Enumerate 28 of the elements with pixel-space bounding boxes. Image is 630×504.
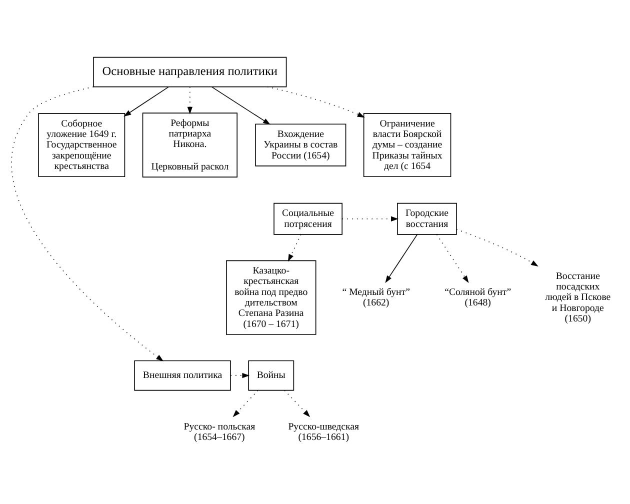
arrow	[230, 372, 250, 378]
arrow	[11, 86, 164, 361]
arrow	[232, 390, 258, 417]
arrow	[342, 216, 398, 221]
node-text: “Соляной бунт” (1648)	[444, 286, 512, 308]
arrow	[436, 234, 469, 282]
arrow	[211, 86, 270, 124]
node-box: Реформы патриарха Никона. Церковный раскол	[142, 112, 238, 177]
node-box: Казацко- крестьянская война под предводительством Степана Разина (1670 – 1671)	[226, 260, 316, 334]
node-box: Городские восстания	[397, 202, 457, 234]
node-text: “ Медный бунт” (1662)	[342, 286, 410, 308]
node-box: Социальные потрясения	[274, 202, 342, 234]
arrow	[385, 234, 418, 282]
node-box: Внешняя политика	[134, 360, 231, 390]
node-box: Вхождение Украины в состав России (1654)	[255, 123, 346, 166]
node-text: Русско-шведская (1656–1661)	[288, 420, 360, 443]
node-text: Восстание посадских людей в Пскове и Новгороде (1650)	[545, 270, 611, 324]
arrow	[187, 86, 192, 114]
node-box: Войны	[248, 360, 294, 390]
arrow	[284, 390, 310, 417]
node-box: Основные направления политики	[93, 56, 287, 87]
arrow	[288, 234, 302, 262]
node-box: Соборное уложение 1649 г. Государственное закрепощёние крестьянства	[38, 112, 126, 177]
node-text: Русско- польская (1654–1667)	[184, 420, 256, 443]
arrow	[267, 86, 365, 118]
arrow	[124, 86, 169, 116]
node-box: Ограничение власти Боярской думы – создание Приказы тайных дел (с 1654	[363, 112, 452, 177]
arrow	[456, 228, 538, 266]
